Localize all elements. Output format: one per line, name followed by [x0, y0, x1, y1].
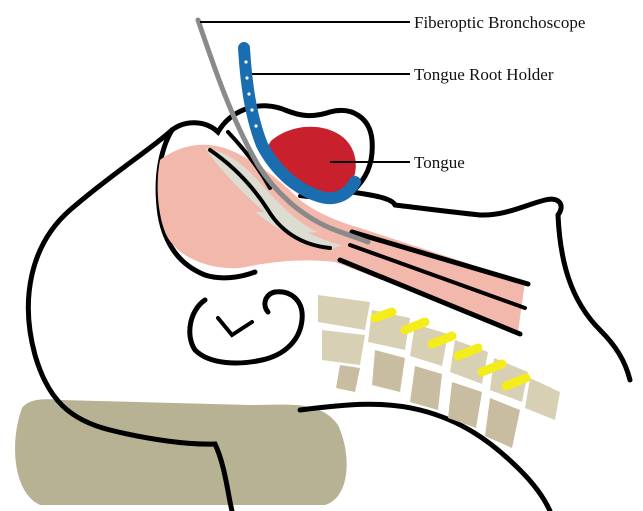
vertebra — [525, 378, 560, 420]
intervertebral-disc — [375, 312, 392, 318]
vertebra — [336, 365, 360, 392]
neck-outline — [558, 215, 630, 380]
pillow — [15, 399, 347, 505]
chin-outline — [395, 199, 561, 215]
ear-inner — [218, 318, 252, 335]
cervical-spine — [318, 295, 560, 448]
vertebra — [485, 398, 520, 448]
tongue-label: Tongue — [414, 153, 465, 172]
tongue-holder-label: Tongue Root Holder — [414, 65, 554, 84]
bronchoscope-label: Fiberoptic Bronchoscope — [414, 13, 585, 32]
vertebra — [410, 366, 442, 410]
vertebra — [450, 340, 488, 384]
vertebra — [318, 295, 370, 330]
vertebra — [372, 350, 405, 392]
vertebra — [322, 330, 365, 365]
